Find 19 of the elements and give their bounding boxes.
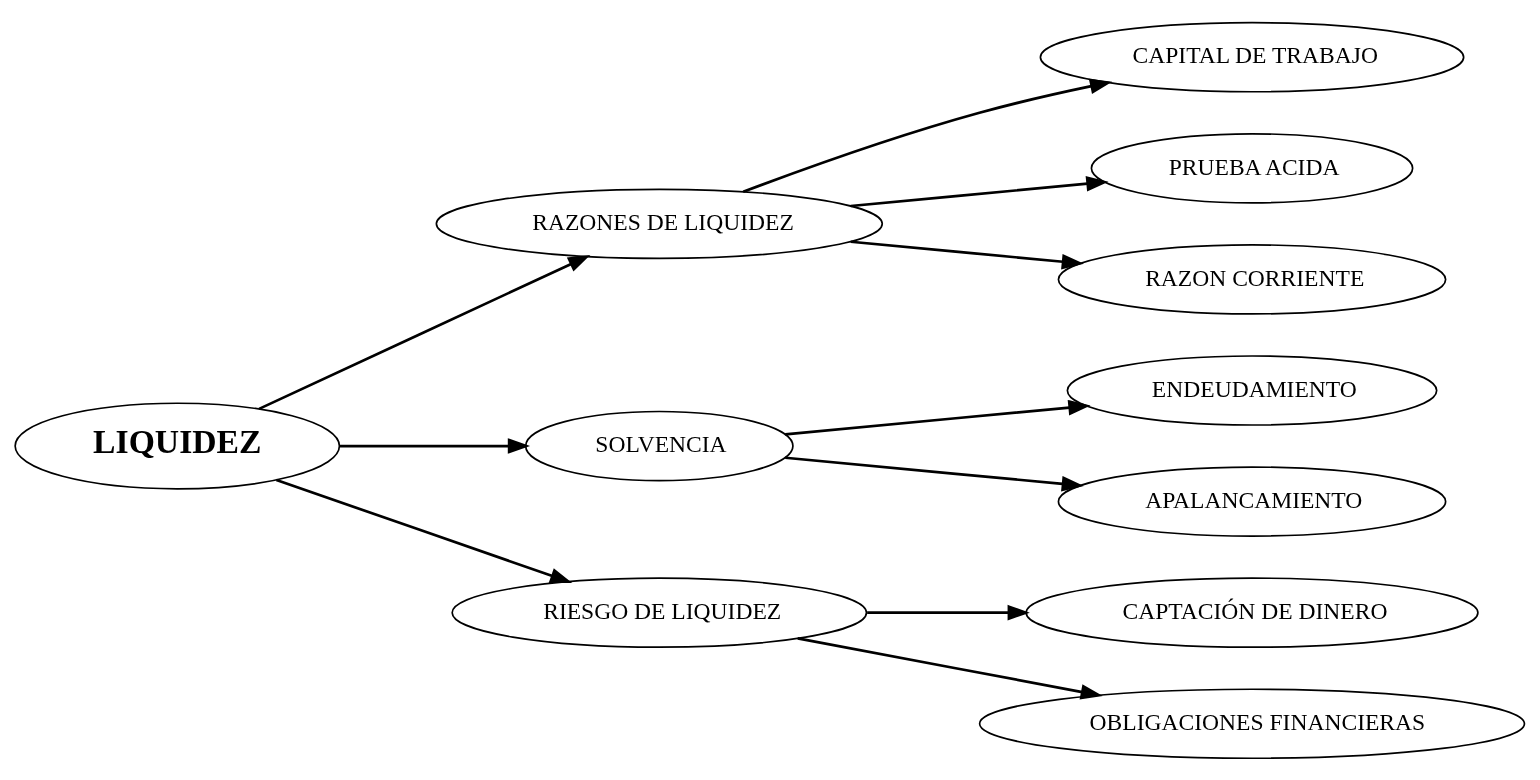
arrow: [850, 239, 1084, 269]
node-ellipse: PRUEBA ACIDA: [1090, 132, 1414, 204]
node-ellipse: APALANCAMIENTO: [1057, 465, 1447, 537]
node-ellipse: SOLVENCIA: [524, 410, 794, 481]
node-ellipse: CAPTACIÓN DE DINERO: [1025, 576, 1479, 648]
node-ellipse: OBLIGACIONES FINANCIERAS: [978, 687, 1526, 759]
node-ellipse: LIQUIDEZ: [14, 401, 341, 490]
arrow: [785, 455, 1084, 492]
node-ellipse: RAZON CORRIENTE: [1057, 243, 1447, 315]
arrow: [742, 78, 1113, 193]
arrow: [275, 478, 573, 583]
arrow: [867, 604, 1030, 620]
arrow: [797, 636, 1103, 699]
arrow: [339, 437, 531, 454]
arrow: [258, 254, 591, 410]
arrow: [850, 175, 1109, 207]
node-ellipse: RAZONES DE LIQUIDEZ: [435, 188, 884, 259]
node-ellipse: RIESGO DE LIQUIDEZ: [451, 576, 868, 648]
arrow: [785, 399, 1091, 436]
